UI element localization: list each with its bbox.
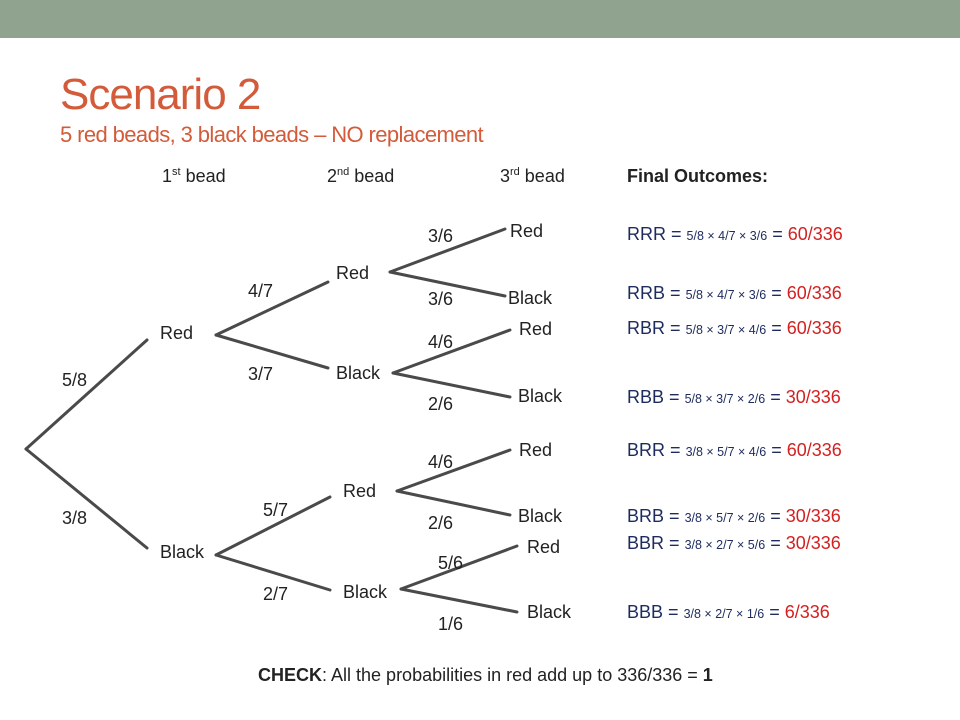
check-label: CHECK	[258, 665, 323, 685]
prob-rrr: 3/6	[428, 226, 454, 246]
top-accent-bar	[0, 0, 960, 38]
node-black-red: Red	[343, 481, 377, 501]
outcome-rrr: RRR = 5/8 × 4/7 × 3/6 = 60/336	[627, 224, 843, 244]
prob-black-red: 5/7	[263, 500, 289, 520]
final-outcomes-title: Final Outcomes:	[627, 166, 769, 186]
outcome-bbb: BBB = 3/8 × 2/7 × 1/6 = 6/336	[627, 602, 830, 622]
node-red-red: Red	[336, 263, 370, 283]
branch-rb-black	[391, 371, 512, 399]
node-rbr: Red	[519, 319, 553, 339]
branch-rb-red	[391, 328, 512, 375]
slide-subtitle: 5 red beads, 3 black beads – NO replacem…	[60, 122, 484, 147]
branch-rr-red	[388, 227, 507, 274]
node-red-black: Black	[336, 363, 381, 383]
branch-bb-red	[399, 544, 519, 591]
column-header-third-bead: 3rd bead	[500, 166, 565, 186]
node-bbr: Red	[527, 537, 561, 557]
branch-red-black	[214, 333, 330, 370]
node-bbb: Black	[527, 602, 572, 622]
node-first-red: Red	[160, 323, 194, 343]
prob-bbr: 5/6	[438, 553, 464, 573]
branch-red-red	[214, 280, 330, 337]
outcome-rrb: RRB = 5/8 × 4/7 × 3/6 = 60/336	[627, 283, 842, 303]
prob-brb: 2/6	[428, 513, 454, 533]
prob-rbb: 2/6	[428, 394, 454, 414]
node-brr: Red	[519, 440, 553, 460]
column-header-second-bead: 2nd bead	[327, 166, 395, 186]
node-rrb: Black	[508, 288, 553, 308]
node-rrr: Red	[510, 221, 544, 241]
check-text: : All the probabilities in red add up to…	[322, 665, 703, 685]
outcome-rbb: RBB = 5/8 × 3/7 × 2/6 = 30/336	[627, 387, 841, 407]
prob-red-red: 4/7	[248, 281, 274, 301]
branch-br-red	[395, 448, 512, 493]
prob-black-black: 2/7	[263, 584, 289, 604]
branch-first-black	[24, 447, 149, 550]
outcome-brr: BRR = 3/8 × 5/7 × 4/6 = 60/336	[627, 440, 842, 460]
outcome-brb: BRB = 3/8 × 5/7 × 2/6 = 30/336	[627, 506, 841, 526]
node-first-black: Black	[160, 542, 205, 562]
prob-red-black: 3/7	[248, 364, 274, 384]
prob-brr: 4/6	[428, 452, 454, 472]
outcome-bbr: BBR = 3/8 × 2/7 × 5/6 = 30/336	[627, 533, 841, 553]
check-statement: CHECK: All the probabilities in red add …	[258, 665, 713, 686]
branch-br-black	[395, 489, 512, 517]
prob-first-red: 5/8	[62, 370, 88, 390]
branch-black-black	[214, 553, 332, 592]
node-black-black: Black	[343, 582, 388, 602]
check-value: 1	[702, 665, 713, 685]
branch-black-red	[214, 495, 332, 557]
prob-bbb: 1/6	[438, 614, 464, 634]
branch-first-red	[24, 338, 149, 451]
prob-rbr: 4/6	[428, 332, 454, 352]
node-brb: Black	[518, 506, 563, 526]
column-header-first-bead: 1st bead	[162, 166, 226, 186]
prob-first-black: 3/8	[62, 508, 88, 528]
branch-bb-black	[399, 587, 519, 614]
slide-title: Scenario 2	[60, 70, 261, 119]
outcome-rbr: RBR = 5/8 × 3/7 × 4/6 = 60/336	[627, 318, 842, 338]
branch-rr-black	[388, 270, 507, 298]
prob-rrb: 3/6	[428, 289, 454, 309]
node-rbb: Black	[518, 386, 563, 406]
